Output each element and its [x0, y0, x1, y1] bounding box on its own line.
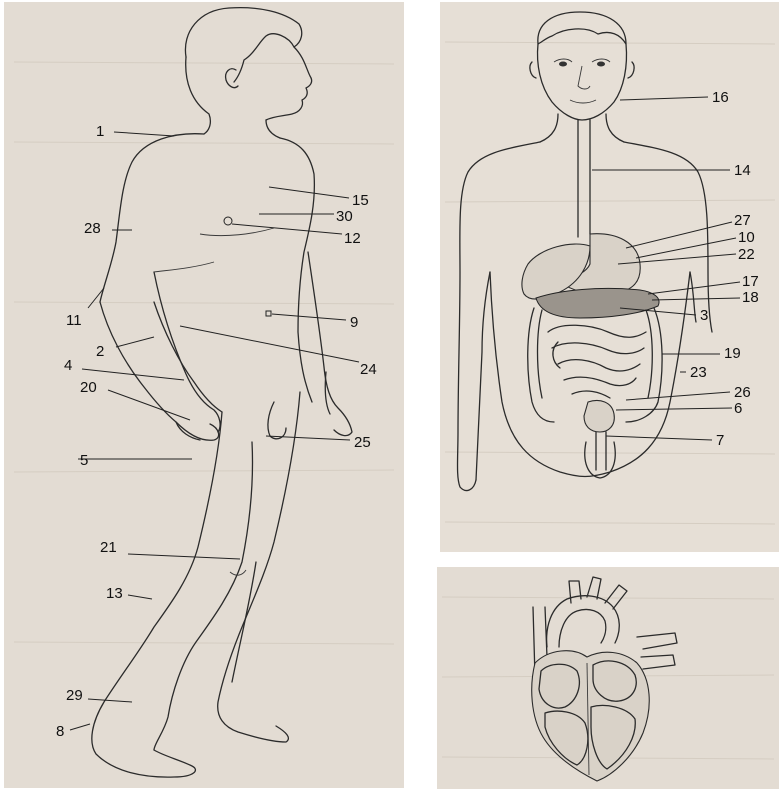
label-24: 24 [360, 361, 377, 378]
far-arm [308, 252, 352, 436]
label-19: 19 [724, 345, 741, 362]
label-27: 27 [734, 212, 751, 229]
label-18: 18 [742, 289, 759, 306]
label-7: 7 [716, 432, 724, 449]
large-intestine [528, 308, 554, 422]
label-12: 12 [344, 230, 361, 247]
label-15: 15 [352, 192, 369, 209]
paper-texture [14, 62, 394, 644]
label-4: 4 [64, 357, 72, 374]
label-8: 8 [56, 723, 64, 740]
label-9: 9 [350, 314, 358, 331]
digestive-system-diagram-panel: 16 14 27 10 22 17 18 3 19 23 26 6 7 [440, 2, 779, 552]
heart-figure [532, 577, 677, 781]
body-labels: 1 15 30 28 12 11 9 2 24 4 20 25 5 21 13 … [56, 123, 377, 740]
label-23: 23 [690, 364, 707, 381]
label-14: 14 [734, 162, 751, 179]
rectum [584, 401, 614, 433]
label-20: 20 [80, 379, 97, 396]
torso-labels: 16 14 27 10 22 17 18 3 19 23 26 6 7 [690, 89, 759, 449]
pancreas [536, 288, 659, 318]
human-body-figure [92, 8, 352, 777]
label-28: 28 [84, 220, 101, 237]
near-arm [100, 302, 219, 440]
label-21: 21 [100, 539, 117, 556]
far-leg [218, 392, 300, 742]
label-11: 11 [66, 312, 82, 329]
label-29: 29 [66, 687, 83, 704]
nipple-marker [224, 217, 232, 225]
chest-outline [280, 138, 314, 402]
label-2: 2 [96, 343, 104, 360]
heart-diagram-panel [437, 567, 779, 789]
face-outline [538, 44, 627, 120]
head-profile [266, 47, 312, 120]
label-22: 22 [738, 246, 755, 263]
label-17: 17 [742, 273, 759, 290]
label-3: 3 [700, 307, 708, 324]
small-intestine [548, 325, 646, 398]
label-5: 5 [80, 452, 88, 469]
hair [185, 8, 301, 82]
body-leader-lines [70, 132, 359, 730]
label-6: 6 [734, 400, 742, 417]
torso-figure [458, 12, 713, 491]
mouth [570, 100, 596, 103]
full-body-diagram-panel: 1 15 30 28 12 11 9 2 24 4 20 25 5 21 13 … [4, 2, 404, 788]
label-30: 30 [336, 208, 353, 225]
label-16: 16 [712, 89, 729, 106]
digestive-system-illustration: 16 14 27 10 22 17 18 3 19 23 26 6 7 [440, 2, 779, 552]
label-13: 13 [106, 585, 123, 602]
label-25: 25 [354, 434, 371, 451]
heart-illustration [437, 567, 779, 789]
label-10: 10 [738, 229, 755, 246]
aorta [547, 596, 620, 647]
label-26: 26 [734, 384, 751, 401]
left-arm [458, 142, 541, 491]
full-body-illustration: 1 15 30 28 12 11 9 2 24 4 20 25 5 21 13 … [4, 2, 404, 788]
hair [538, 12, 626, 44]
back-outline [100, 134, 204, 302]
label-1: 1 [96, 123, 104, 140]
